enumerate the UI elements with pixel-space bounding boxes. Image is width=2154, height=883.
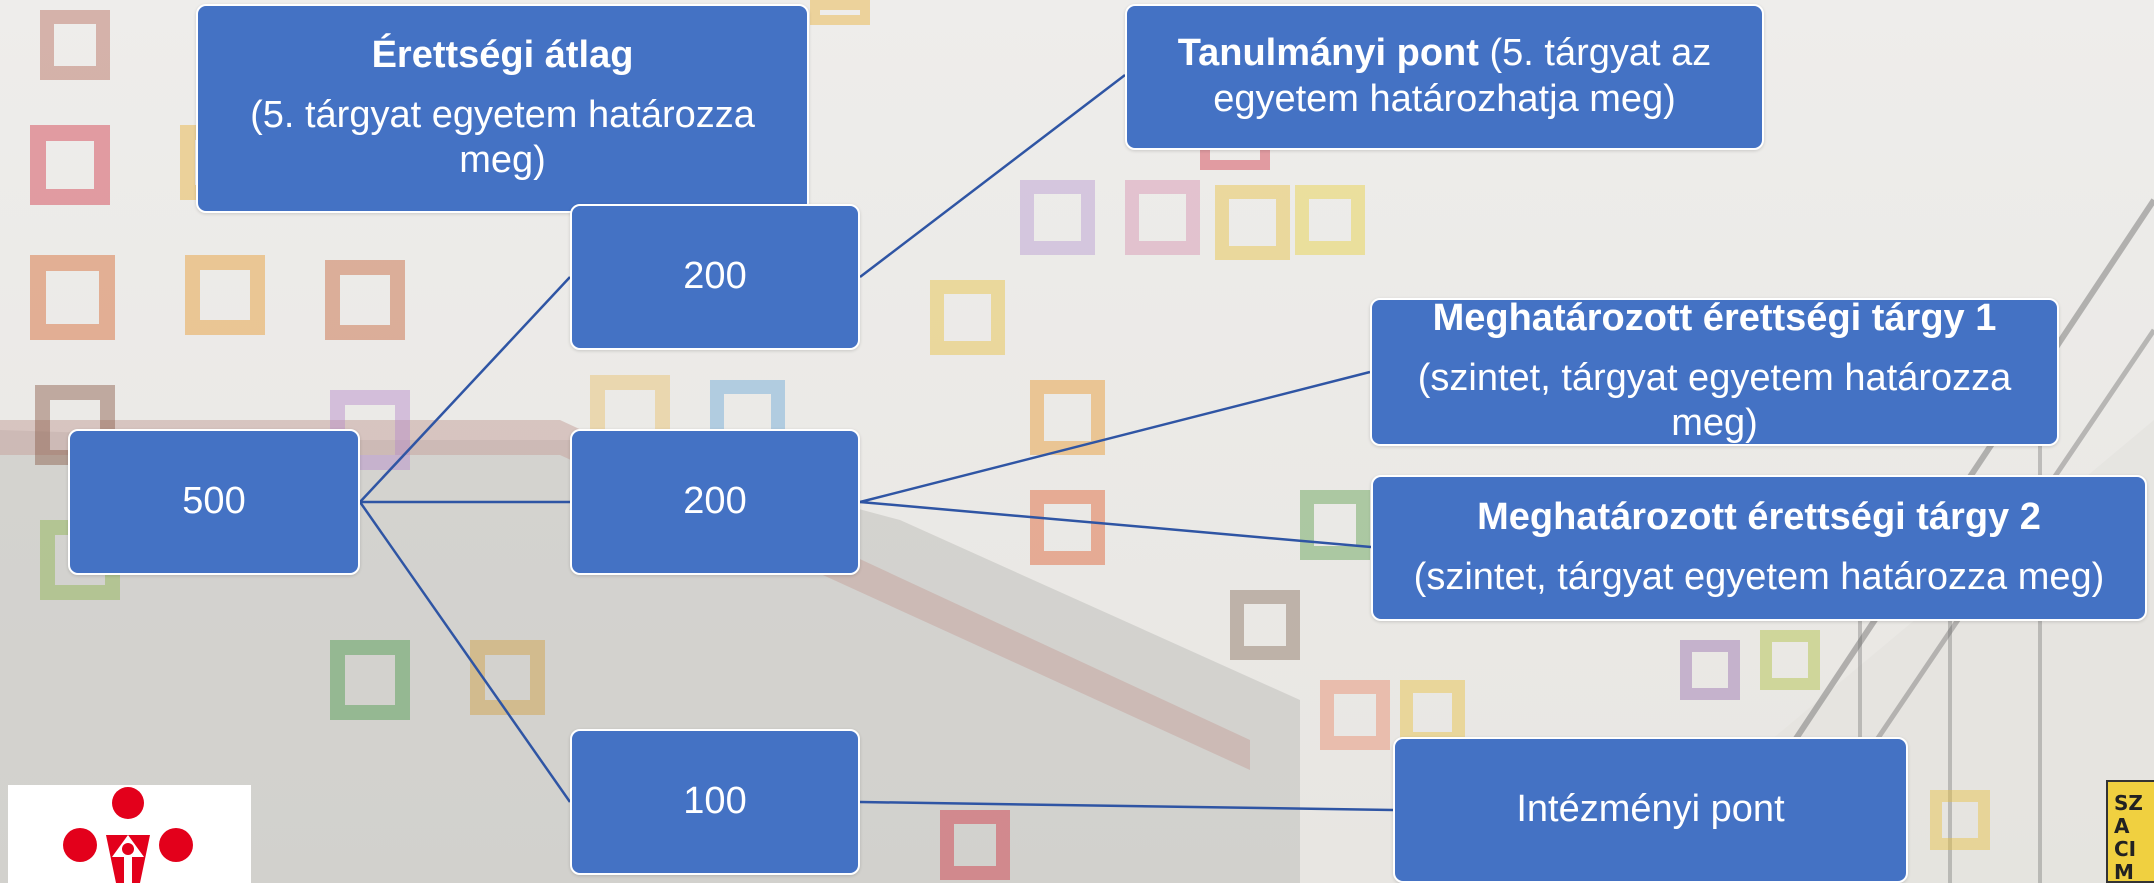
- node-200-mid: 200: [570, 429, 860, 575]
- tanulmanyi-pont-title: Tanulmányi pont: [1177, 32, 1479, 75]
- coat-of-arms-logo-right: SZA CIM: [2106, 780, 2154, 883]
- erettsegi-atlag-title: Érettségi átlag: [371, 34, 634, 77]
- tanulmanyi-pont-note: (5. tárgyat az egyetem határozhatja meg): [1213, 32, 1712, 120]
- node-200-top: 200: [570, 204, 860, 350]
- targy1-title: Meghatározott érettségi tárgy 1: [1432, 298, 1997, 339]
- connector-100-to-intezmenyi-pont: [859, 800, 1394, 812]
- targy2-box: Meghatározott érettségi tárgy 2 (szintet…: [1371, 475, 2147, 621]
- intezmenyi-pont-box: Intézményi pont: [1393, 737, 1908, 883]
- node-100-label: 100: [683, 780, 747, 823]
- erettsegi-atlag-box: Érettségi átlag (5. tárgyat egyetem hatá…: [196, 4, 809, 213]
- root-node-label: 500: [182, 480, 246, 523]
- logo-figures-icon: [63, 787, 193, 883]
- connector-200-to-tanulmanyi-pont: [859, 74, 1126, 278]
- connector-200-to-targy1: [859, 370, 1371, 504]
- targy2-note: (szintet, tárgyat egyetem határozza meg): [1413, 556, 2105, 598]
- node-200-top-label: 200: [683, 255, 747, 298]
- connector-200-to-targy2: [859, 500, 1372, 549]
- targy1-box: Meghatározott érettségi tárgy 1 (szintet…: [1370, 298, 2059, 446]
- root-node-500: 500: [68, 429, 360, 575]
- tanulmanyi-pont-box: Tanulmányi pont (5. tárgyat az egyetem h…: [1125, 4, 1764, 150]
- erettsegi-atlag-note: (5. tárgyat egyetem határozza meg): [250, 93, 755, 182]
- connector-500-to-200-top: [359, 276, 571, 503]
- school-logo-left: [8, 785, 251, 883]
- node-100: 100: [570, 729, 860, 875]
- intezmenyi-pont-title: Intézményi pont: [1516, 788, 1785, 831]
- targy1-note: (szintet, tárgyat egyetem határozza meg): [1417, 356, 2012, 445]
- logo-right-text: SZA CIM: [2114, 791, 2143, 883]
- connector-500-to-100: [358, 501, 572, 803]
- targy2-title: Meghatározott érettségi tárgy 2: [1477, 496, 2041, 539]
- node-200-mid-label: 200: [683, 480, 747, 523]
